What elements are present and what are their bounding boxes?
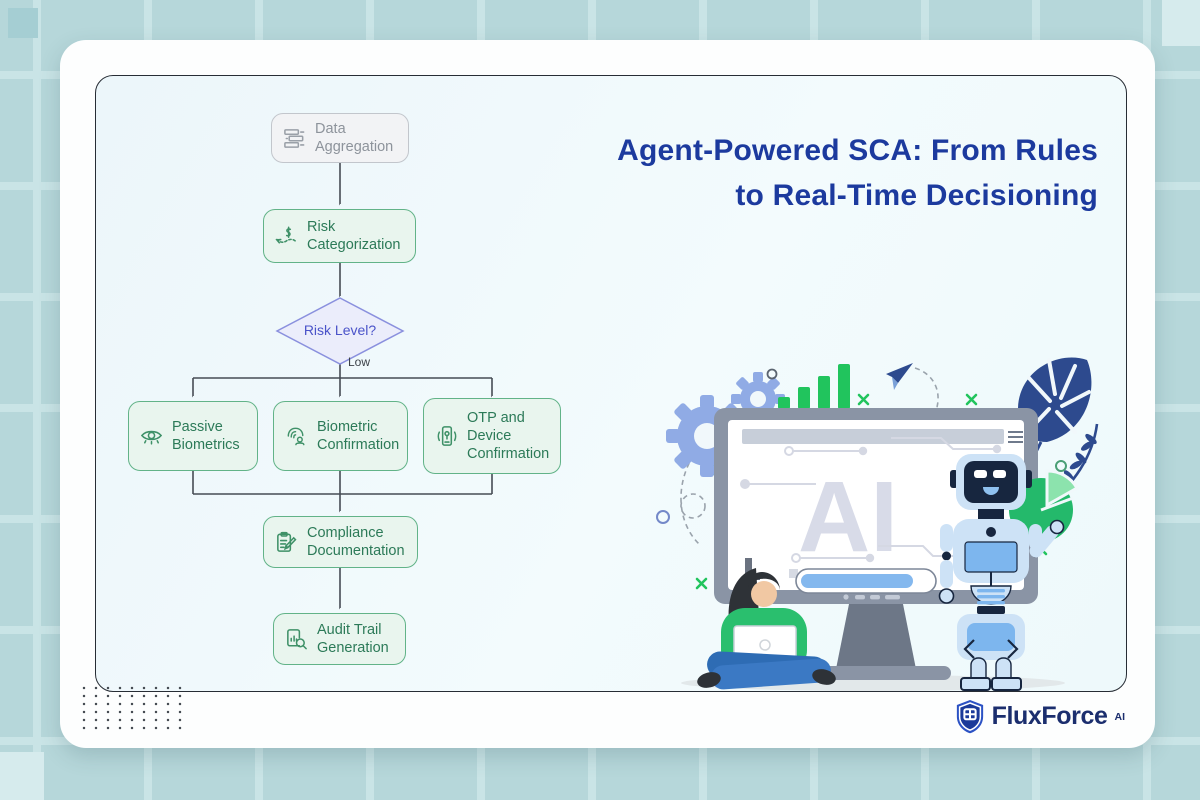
robot bbox=[938, 454, 1065, 691]
shield-logo-icon bbox=[956, 700, 983, 734]
node-label: Audit Trail Generation bbox=[317, 622, 389, 656]
dots-pattern bbox=[78, 684, 184, 730]
blue-ring bbox=[656, 510, 670, 524]
data-stack-icon bbox=[284, 128, 305, 148]
node-label: Compliance Documentation bbox=[307, 525, 405, 559]
page-title: Agent-Powered SCA: From Rules to Real-Ti… bbox=[617, 128, 1098, 218]
clipboard-pen-icon bbox=[277, 531, 297, 552]
brand-name: FluxForce bbox=[991, 702, 1108, 730]
node-label: Biometric Confirmation bbox=[317, 419, 400, 453]
node-otp-device-confirmation: OTP and Device Confirmation bbox=[423, 398, 561, 474]
content-card: Data Aggregation Risk Categorization Ris… bbox=[60, 40, 1155, 748]
node-label: OTP and Device Confirmation bbox=[467, 410, 550, 462]
circuit-traces bbox=[740, 437, 1002, 563]
browser-bar bbox=[742, 429, 1004, 444]
bezel-dots bbox=[843, 594, 900, 600]
otp-phone-icon bbox=[437, 425, 457, 446]
node-data-aggregation: Data Aggregation bbox=[271, 113, 409, 163]
progress-bar bbox=[795, 568, 937, 594]
node-compliance-documentation: Compliance Documentation bbox=[263, 516, 418, 568]
gray-ring bbox=[766, 368, 778, 380]
paper-plane-icon bbox=[886, 363, 942, 417]
node-risk-categorization: Risk Categorization bbox=[263, 209, 416, 263]
node-biometric-confirmation: Biometric Confirmation bbox=[273, 401, 408, 471]
woman-with-laptop bbox=[697, 568, 836, 690]
node-label: Risk Categorization bbox=[307, 219, 401, 253]
brand-logo: FluxForce AI bbox=[955, 699, 1125, 734]
brand-superscript: AI bbox=[1114, 710, 1126, 723]
node-label: Data Aggregation bbox=[315, 121, 394, 155]
node-label: Passive Biometrics bbox=[172, 419, 240, 453]
green-ring bbox=[1055, 460, 1067, 472]
deco-square-bottomleft bbox=[0, 752, 44, 800]
node-passive-biometrics: Passive Biometrics bbox=[128, 401, 258, 471]
robot-arm-right bbox=[1029, 519, 1065, 558]
deco-square-topright bbox=[1162, 0, 1200, 46]
robot-arm-left bbox=[938, 524, 955, 604]
report-search-icon bbox=[287, 628, 307, 649]
node-risk-level-label: Risk Level? bbox=[303, 322, 377, 338]
inner-panel: Data Aggregation Risk Categorization Ris… bbox=[95, 75, 1127, 692]
bar-chart-icon bbox=[778, 364, 850, 409]
menu-icon bbox=[1008, 431, 1023, 443]
monitor-stand bbox=[801, 604, 951, 680]
deco-square-topleft bbox=[8, 8, 38, 38]
branch-label-low: Low bbox=[348, 355, 371, 369]
title-line-2: to Real-Time Decisioning bbox=[735, 179, 1098, 212]
ai-screen-text: AI bbox=[798, 461, 898, 573]
fingerprint-icon bbox=[287, 427, 305, 445]
eye-icon bbox=[140, 430, 163, 445]
title-line-1: Agent-Powered SCA: From Rules bbox=[617, 134, 1098, 167]
risk-dollar-icon bbox=[275, 226, 296, 244]
node-audit-trail-generation: Audit Trail Generation bbox=[273, 613, 406, 665]
ai-illustration: AI bbox=[656, 357, 1099, 691]
